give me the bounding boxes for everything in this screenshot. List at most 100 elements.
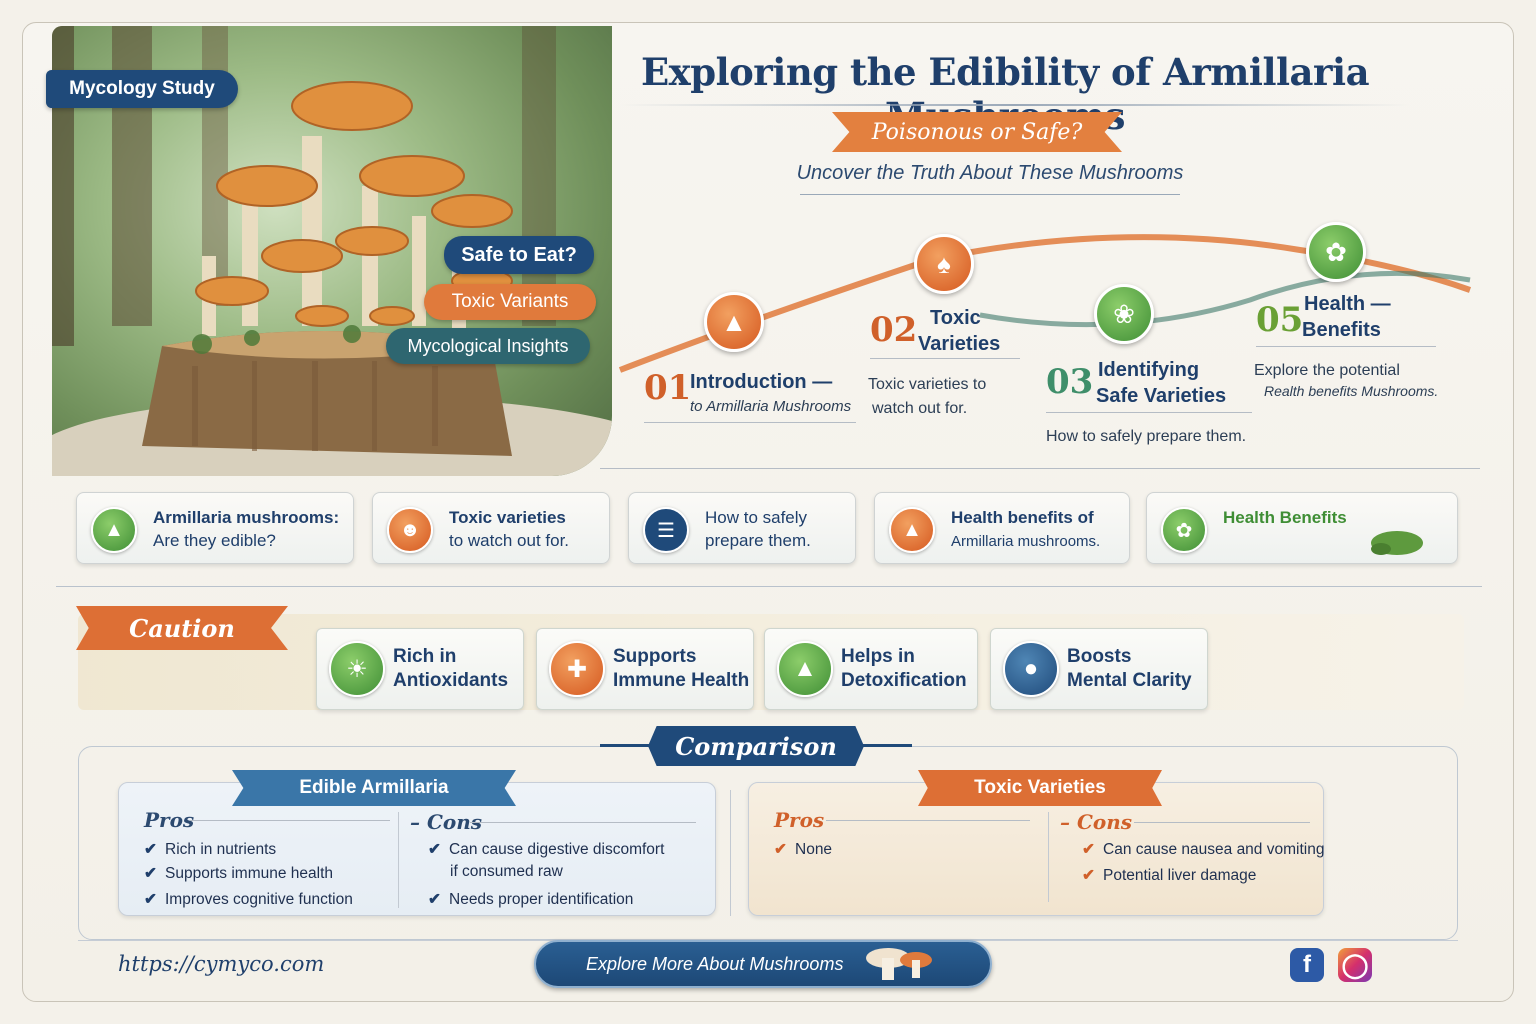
- instagram-icon[interactable]: ◯: [1338, 948, 1372, 982]
- brain-icon: ●: [1003, 641, 1059, 697]
- mushroom-icon: ▲: [889, 507, 935, 553]
- step-02-subtitle-line2: watch out for.: [872, 400, 968, 417]
- card-health-benefits-title: Health Benefits: [1223, 508, 1347, 527]
- leaf-icon: ❀: [1094, 284, 1154, 344]
- card-health-line2: Armillaria mushrooms.: [951, 532, 1101, 550]
- card-edibility-line1: Armillaria mushrooms:: [153, 508, 340, 527]
- comparison-wing-right: [862, 744, 912, 747]
- page-subtitle: Uncover the Truth About These Mushrooms: [796, 162, 1184, 184]
- toxic-con-1: ✔Can cause nausea and vomiting: [1082, 841, 1325, 858]
- sprout-icon: ✿: [1161, 507, 1207, 553]
- card-edibility[interactable]: ▲ Armillaria mushrooms: Are they edible?: [76, 492, 354, 564]
- edible-con-1: ✔Can cause digestive discomfort: [428, 841, 665, 858]
- toxic-cons-underline: [1134, 822, 1310, 823]
- card-health-benefits[interactable]: ✿ Health Benefits: [1146, 492, 1458, 564]
- edible-pro-1: ✔Rich in nutrients: [144, 841, 277, 858]
- step-05-number: 05: [1256, 300, 1304, 340]
- warning-face-icon: ☻: [387, 507, 433, 553]
- title-divider: [620, 104, 1410, 106]
- card-edibility-line2: Are they edible?: [153, 530, 276, 550]
- benefit-antioxidants-line2: Antioxidants: [393, 669, 509, 691]
- card-toxic-varieties[interactable]: ☻ Toxic varieties to watch out for.: [372, 492, 610, 564]
- step-01-title: Introduction —: [690, 371, 833, 393]
- step-02-subtitle: Toxic varieties to: [868, 376, 987, 393]
- edible-con-2: ✔Needs proper identification: [428, 891, 634, 908]
- card-prepare[interactable]: ☰ How to safely prepare them.: [628, 492, 856, 564]
- step-02-title-line2: Varieties: [918, 333, 1001, 355]
- mycological-insights-tag[interactable]: Mycological Insights: [386, 328, 590, 364]
- panel-divider: [730, 790, 731, 916]
- step-05-subtitle-line2: Realth benefits Mushrooms.: [1264, 383, 1439, 399]
- immune-icon: ✚: [549, 641, 605, 697]
- edible-cons-underline: [470, 822, 696, 823]
- step-01-number: 01: [644, 368, 692, 408]
- edible-pros-underline: [190, 820, 390, 821]
- sun-sprout-icon: ☀: [329, 641, 385, 697]
- benefit-detox-line1: Helps in: [841, 646, 915, 667]
- step-01-subtitle: to Armillaria Mushrooms: [690, 398, 852, 415]
- toxic-pro-1: ✔None: [774, 841, 833, 858]
- toxic-con-2: ✔Potential liver damage: [1082, 867, 1257, 884]
- safe-to-eat-tag[interactable]: Safe to Eat?: [444, 236, 594, 274]
- step-02-number: 02: [870, 310, 918, 350]
- mycology-study-badge: Mycology Study: [46, 70, 238, 108]
- toxic-variants-tag[interactable]: Toxic Variants: [424, 284, 596, 320]
- toxic-panel-header: Toxic Varieties: [918, 770, 1162, 806]
- detox-icon: ▲: [777, 641, 833, 697]
- card-health-line1: Health benefits of: [951, 508, 1094, 527]
- explore-more-button[interactable]: Explore More About Mushrooms: [534, 940, 992, 988]
- skull-icon: ♠: [914, 234, 974, 294]
- step-05-title: Health —: [1304, 293, 1391, 315]
- book-icon: ☰: [643, 507, 689, 553]
- toxic-cons-label: – Cons: [1060, 810, 1133, 834]
- step-05-underline: [1256, 346, 1436, 347]
- edible-column-divider: [398, 812, 399, 908]
- edible-pro-3: ✔Improves cognitive function: [144, 891, 353, 908]
- step-03-underline: [1046, 412, 1252, 413]
- step-03-subtitle: How to safely prepare them.: [1046, 428, 1247, 445]
- mushroom-icon: ▲: [704, 292, 764, 352]
- benefit-immune-line2: Immune Health: [613, 669, 750, 691]
- benefit-detox-line2: Detoxification: [841, 669, 967, 691]
- website-link[interactable]: https://cymyco.com: [118, 952, 325, 976]
- step-03-title-line2: Safe Varieties: [1096, 385, 1227, 407]
- benefit-antioxidants-line1: Rich in: [393, 646, 457, 667]
- leaf-icon: [1371, 531, 1423, 555]
- sprout-icon: ✿: [1306, 222, 1366, 282]
- step-05-subtitle: Explore the potential: [1254, 362, 1400, 379]
- toxic-pros-underline: [826, 820, 1030, 821]
- edible-panel-header: Edible Armillaria: [232, 770, 516, 806]
- toxic-column-divider: [1048, 812, 1049, 902]
- comparison-wing-left: [600, 744, 650, 747]
- poisonous-or-safe-ribbon: Poisonous or Safe?: [832, 112, 1122, 152]
- benefit-mental-line2: Mental Clarity: [1067, 669, 1192, 691]
- caution-ribbon: Caution: [76, 606, 288, 650]
- card-prepare-line1: How to safely: [705, 508, 808, 527]
- toxic-pros-label: Pros: [774, 808, 825, 832]
- card-toxic-line2: to watch out for.: [449, 530, 570, 550]
- section-divider-top: [600, 468, 1480, 469]
- edible-con-1-cont: if consumed raw: [450, 863, 563, 880]
- mushroom-icon: [866, 948, 932, 980]
- card-health-benefits-of[interactable]: ▲ Health benefits of Armillaria mushrooms…: [874, 492, 1130, 564]
- benefit-immune-line1: Supports: [613, 646, 697, 667]
- step-02-title: Toxic: [930, 307, 981, 329]
- facebook-icon[interactable]: f: [1290, 948, 1324, 982]
- card-prepare-line2: prepare them.: [705, 530, 811, 550]
- card-toxic-line1: Toxic varieties: [449, 508, 566, 527]
- mushroom-icon: ▲: [91, 507, 137, 553]
- comparison-title: Comparison: [648, 726, 864, 766]
- subtitle-divider: [800, 194, 1180, 195]
- edible-pro-2: ✔Supports immune health: [144, 865, 334, 882]
- step-01-underline: [644, 422, 856, 423]
- edible-pros-label: Pros: [144, 808, 195, 832]
- step-03-number: 03: [1046, 362, 1094, 402]
- step-03-title: Identifying: [1098, 359, 1200, 381]
- step-02-underline: [870, 358, 1020, 359]
- section-divider: [56, 586, 1482, 587]
- benefit-mental-line1: Boosts: [1067, 646, 1132, 667]
